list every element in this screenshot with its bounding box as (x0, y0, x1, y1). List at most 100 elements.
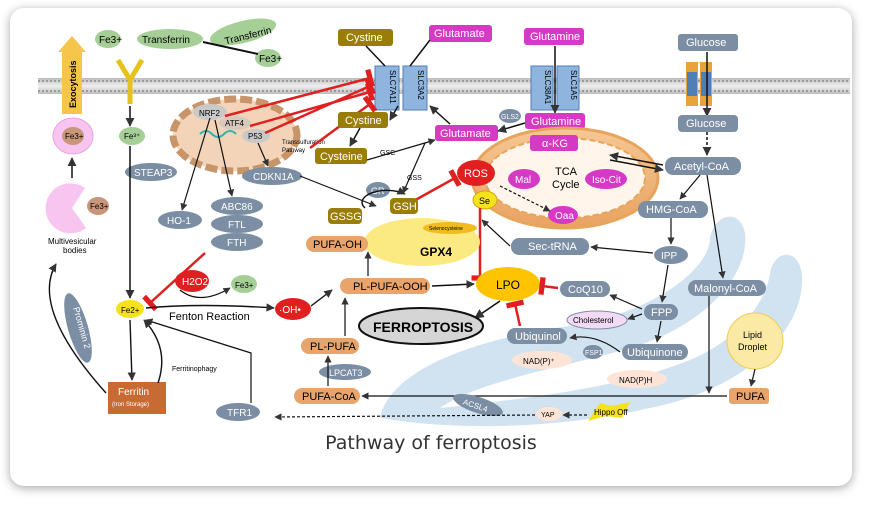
malonyl-coa-label: Malonyl-CoA (694, 283, 758, 295)
ferroptosis-label: FERROPTOSIS (373, 319, 473, 335)
gls2-label: GLS2 (501, 114, 519, 121)
fpp-box (644, 304, 678, 320)
ferritin-box (108, 382, 166, 414)
fe3-mvb-node (87, 197, 109, 215)
isocit-label: Iso-Cit (592, 175, 621, 186)
fe3-endo-label: Fe3+ (65, 132, 84, 141)
pufa-box (729, 388, 769, 404)
glutamine-top-box (524, 28, 584, 45)
fe2-label: Fe2+ (121, 306, 140, 315)
cholesterol-node (566, 310, 628, 330)
glutamate-top-box (429, 25, 492, 42)
hydroxyl-radical-node (275, 298, 311, 320)
iron-storage-label: (Iron Storage) (112, 402, 149, 408)
ubiquinol-label: Ubiquinol (515, 331, 561, 343)
lpo-label: LPO (496, 278, 520, 292)
pufa-coa-label: PUFA-CoA (302, 391, 356, 403)
pl-pufa-box (301, 338, 359, 354)
slc7a11-label: SLC7A11 (388, 70, 397, 104)
svg-text:Fe³⁺: Fe³⁺ (124, 132, 140, 141)
ferritin-label: Ferritin (118, 387, 149, 398)
hmg-coa-box (638, 201, 708, 218)
ferroptosis-node (358, 307, 484, 345)
tfr1-label: TFR1 (227, 408, 252, 419)
oaa-label: Oaa (555, 211, 574, 222)
fth-label: FTH (227, 238, 246, 249)
ipp-node (654, 246, 688, 264)
slc3a2-label: SLC3A2 (416, 70, 425, 100)
nadp-label: NAD(P)⁺ (523, 357, 555, 366)
lpcat3-node (319, 364, 371, 380)
nadph-label: NAD(P)H (619, 376, 653, 385)
cystine-top-label: Cystine (346, 32, 383, 44)
h2o2-node (175, 270, 209, 292)
gsh-label: GSH (393, 201, 417, 213)
se-node (472, 190, 498, 210)
ho1-label: HO-1 (167, 216, 191, 227)
fe3-cell-node (119, 127, 145, 145)
cystine-in-box (338, 112, 388, 128)
slc1a5-transporter (556, 65, 580, 111)
coq10-box (560, 281, 610, 297)
glutamine-top-label: Glutamine (530, 31, 580, 43)
glutamine-in-box (525, 113, 585, 129)
tca-cycle-label: Cycle (552, 179, 580, 191)
ubiquinol-box (507, 328, 567, 344)
gssg-box (328, 208, 362, 224)
oh-label: ·OH• (279, 305, 301, 316)
tfr1-node (216, 403, 260, 421)
mal-node (508, 169, 540, 189)
droplet-label: Droplet (738, 342, 768, 352)
fpp-label: FPP (651, 307, 672, 319)
isocit-node (585, 169, 627, 189)
oaa-node (548, 206, 578, 224)
cdkn1a-node (242, 167, 302, 185)
pl-pufa-ooh-box (340, 278, 430, 294)
ho1-node (158, 211, 202, 229)
gr-node (366, 182, 390, 198)
lipid-label: Lipid (743, 330, 762, 340)
fe3-fenton-label: Fe3+ (235, 281, 254, 290)
ros-node (457, 160, 495, 186)
steap3-label: STEAP3 (134, 168, 173, 179)
fe3-label: Fe3+ (99, 35, 122, 46)
gss-label: GSS (407, 175, 422, 182)
cysteine-label: Cysteine (320, 151, 363, 163)
nadp-node (512, 351, 572, 369)
tca-label: TCA (555, 166, 578, 178)
sec-trna-box (511, 238, 589, 255)
glutamine-in-label: Glutamine (531, 116, 581, 128)
slc38a1-label: SLC38A1 (543, 70, 552, 105)
multivesicular-body (45, 183, 86, 234)
fe3-endo-node (62, 127, 84, 145)
ipp-label: IPP (661, 251, 677, 262)
nrf2-node (193, 104, 227, 120)
lipid-droplet (726, 312, 784, 370)
endoplasmic-reticulum (380, 216, 803, 427)
cystine-in-label: Cystine (345, 115, 382, 127)
ftl-label: FTL (228, 220, 246, 231)
bodies-label: bodies (63, 246, 87, 255)
mal-label: Mal (515, 175, 531, 186)
glucose-top-label: Glucose (686, 37, 726, 49)
transferrin-node (137, 29, 203, 49)
pl-pufa-ooh-label: PL-PUFA-OOH (353, 281, 428, 293)
coq10-label: CoQ10 (568, 284, 603, 296)
transferrin-label: Transferrin (142, 35, 190, 46)
selenocysteine-label: Selenocysteine (429, 226, 463, 232)
acetyl-coa-label: Acetyl-CoA (674, 161, 730, 173)
pufa-label: PUFA (736, 391, 765, 403)
nucleus (169, 95, 301, 175)
pathway-label: Pathway (282, 148, 305, 154)
pufa-coa-box (294, 388, 360, 404)
gsh-box (390, 198, 418, 214)
fth-node (211, 233, 263, 251)
fe3-mvb-label: Fe3+ (90, 202, 109, 211)
glutamate-top-label: Glutamate (434, 28, 485, 40)
atf4-node (219, 116, 251, 130)
nrf2-label: NRF2 (199, 109, 220, 118)
hippo-off-burst (588, 402, 630, 421)
cdkn1a-label: CDKN1A (253, 172, 294, 183)
p53-label: P53 (248, 132, 263, 141)
exocytosis-label: Exocytosis (68, 60, 78, 108)
